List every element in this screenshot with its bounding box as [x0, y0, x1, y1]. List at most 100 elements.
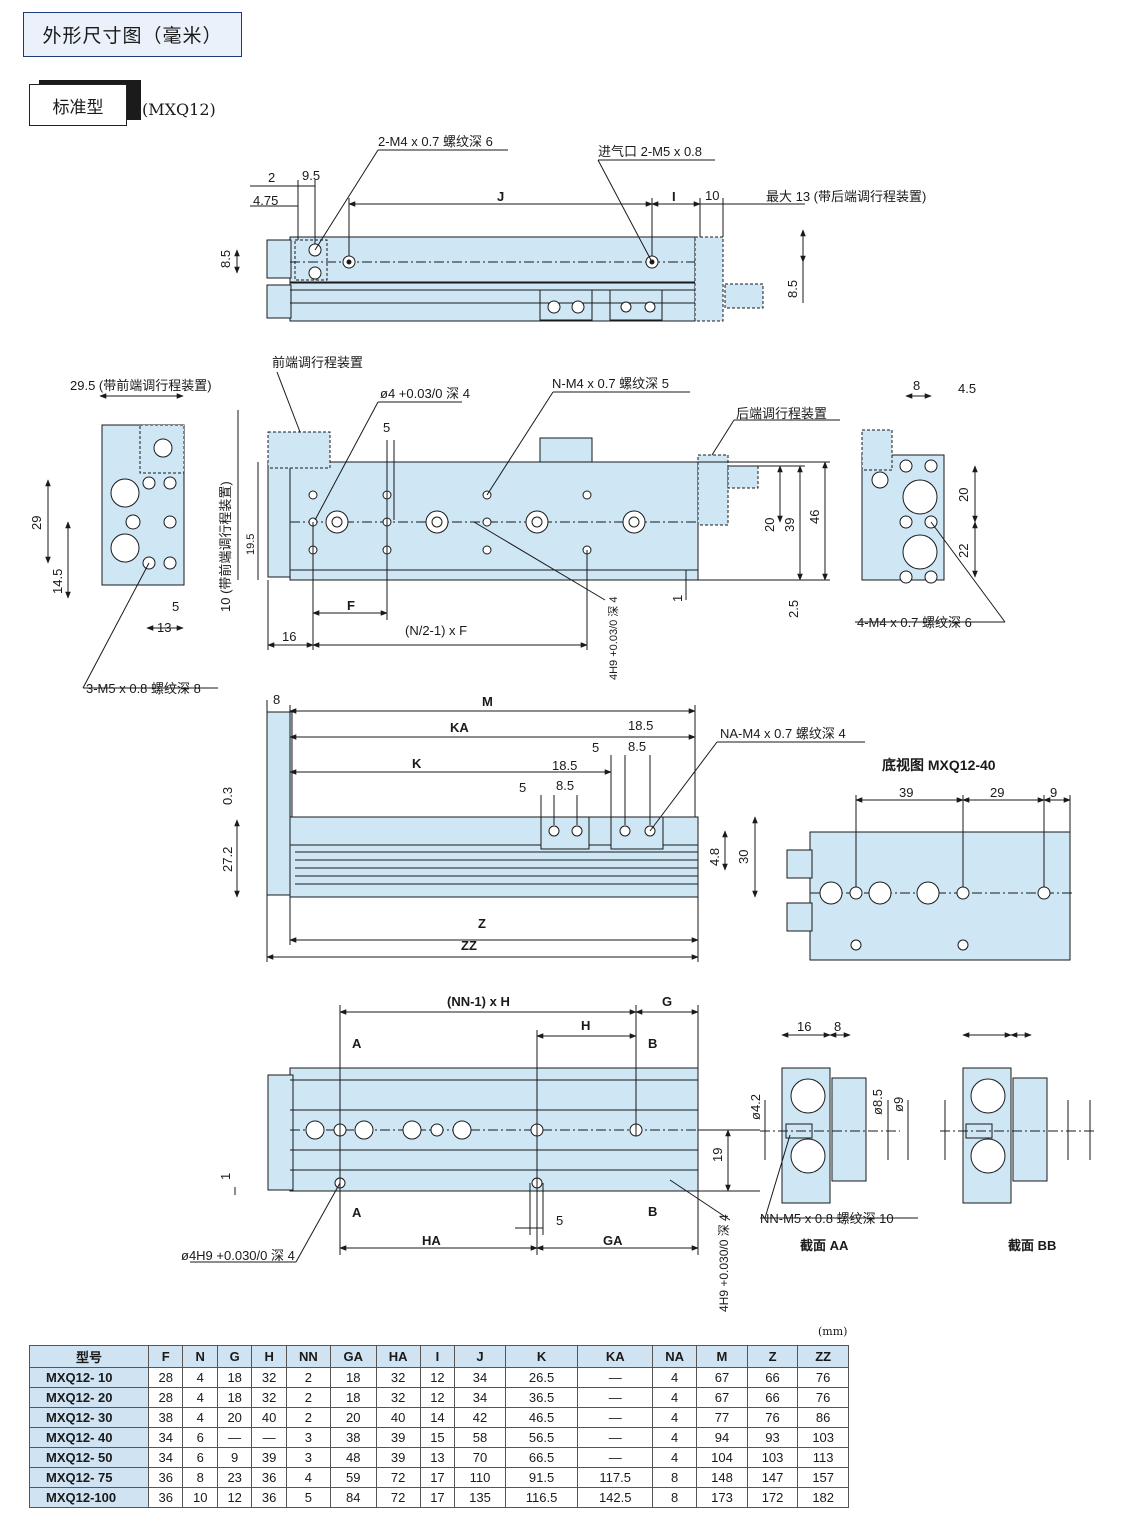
value-cell: 2	[285, 1407, 331, 1428]
dim-label: 14.5	[50, 569, 65, 594]
n-thread-label: N-M4 x 0.7 螺纹深 5	[552, 376, 669, 391]
dim-label: 1	[218, 1173, 233, 1180]
dim-label: ZZ	[461, 938, 477, 953]
value-cell: 20	[216, 1407, 253, 1428]
pin-depth-label: 4H9 +0.03/0 深 4	[607, 597, 620, 680]
front-adjust-label: 前端调行程装置	[272, 355, 363, 370]
value-cell: 172	[746, 1487, 799, 1508]
value-cell: 3	[285, 1447, 331, 1468]
na-thread-label: NA-M4 x 0.7 螺纹深 4	[720, 726, 846, 741]
value-cell: 59	[329, 1467, 377, 1488]
value-cell: 66	[746, 1367, 799, 1388]
dim-label: 29	[29, 516, 44, 530]
dim-label: I	[672, 189, 676, 204]
dim-label: 27.2	[220, 847, 235, 872]
value-cell: 4	[182, 1367, 218, 1388]
dim-label: Z	[478, 916, 486, 931]
dim-label: 4.8	[707, 848, 722, 866]
rear-adjust-label: 后端调行程装置	[736, 406, 827, 421]
section-marker: B	[648, 1036, 657, 1051]
value-cell: 18	[329, 1387, 377, 1408]
front-view	[234, 700, 865, 962]
dim-label: 5	[519, 780, 526, 795]
dim-label: 0.3	[220, 787, 235, 805]
value-cell: 32	[375, 1367, 421, 1388]
column-header: Z	[746, 1345, 799, 1368]
value-cell: 103	[746, 1447, 799, 1468]
dim-label: 2.5	[786, 600, 801, 618]
type-label: 标准型	[29, 84, 127, 126]
value-cell: 36	[147, 1467, 184, 1488]
dim-label: 20	[956, 488, 971, 502]
value-cell: 26.5	[504, 1367, 579, 1388]
value-cell: 148	[696, 1467, 748, 1488]
dim-label: 9	[1050, 785, 1057, 800]
dim-label: 4.75	[253, 193, 278, 208]
value-cell: 76	[797, 1367, 849, 1388]
value-cell: 86	[797, 1407, 849, 1428]
top-port-callout: 进气口 2-M5 x 0.8	[598, 144, 702, 159]
dim-label: 5	[556, 1213, 563, 1228]
value-cell: 2	[285, 1367, 331, 1388]
formula-label: (N/2-1) x F	[405, 623, 467, 638]
dim-label: (NN-1) x H	[447, 994, 510, 1009]
dim-label: 9.5	[302, 168, 320, 183]
value-cell: 4	[652, 1447, 698, 1468]
value-cell: 110	[454, 1467, 506, 1488]
section-bb-label: 截面 BB	[1008, 1238, 1056, 1253]
dim-label: H	[581, 1018, 590, 1033]
cross-section-aa	[760, 1032, 918, 1219]
right-end-view	[855, 393, 1006, 623]
front-adjust-dim: 29.5 (带前端调行程装置)	[70, 378, 212, 393]
value-cell: 3	[285, 1427, 331, 1448]
dim-label: 19.5	[245, 534, 257, 555]
value-cell: 142.5	[577, 1487, 654, 1508]
section-marker: A	[352, 1205, 362, 1220]
top-max-callout: 最大 13 (带后端调行程装置)	[766, 189, 926, 204]
value-cell: 36	[147, 1487, 184, 1508]
dim-label: 4.5	[958, 381, 976, 396]
dim-label: 8	[273, 692, 280, 707]
value-cell: 34	[454, 1387, 506, 1408]
value-cell: 38	[329, 1427, 377, 1448]
column-header: I	[419, 1345, 456, 1368]
value-cell: 10	[182, 1487, 218, 1508]
dim-label: 8.5	[556, 778, 574, 793]
value-cell: 39	[375, 1427, 421, 1448]
dim-label: ø4.2	[748, 1094, 763, 1120]
value-cell: 40	[251, 1407, 287, 1428]
column-header: NN	[285, 1345, 331, 1368]
value-cell: —	[577, 1387, 654, 1408]
value-cell: 39	[375, 1447, 421, 1468]
type-tab: 标准型	[29, 80, 141, 126]
value-cell: 38	[147, 1407, 184, 1428]
value-cell: 135	[454, 1487, 506, 1508]
dim-label: KA	[450, 720, 469, 735]
value-cell: 17	[419, 1487, 456, 1508]
value-cell: 36	[251, 1487, 287, 1508]
value-cell: —	[577, 1367, 654, 1388]
value-cell: 116.5	[504, 1487, 579, 1508]
model-label: (MXQ12)	[142, 100, 216, 119]
pin-hole-label: ø4 +0.03/0 深 4	[380, 386, 470, 401]
bottom-view-title: 底视图 MXQ12-40	[882, 757, 996, 773]
dim-label: M	[482, 694, 493, 709]
value-cell: 42	[454, 1407, 506, 1428]
dim-label: 30	[736, 850, 751, 864]
value-cell: 173	[696, 1487, 748, 1508]
value-cell: 32	[251, 1387, 287, 1408]
value-cell: 36.5	[504, 1387, 579, 1408]
dim-label: 2	[268, 170, 275, 185]
column-header: G	[216, 1345, 253, 1368]
value-cell: 5	[285, 1487, 331, 1508]
value-cell: 6	[182, 1447, 218, 1468]
value-cell: —	[577, 1427, 654, 1448]
value-cell: 39	[251, 1447, 287, 1468]
value-cell: 36	[251, 1467, 287, 1488]
column-header: H	[251, 1345, 287, 1368]
